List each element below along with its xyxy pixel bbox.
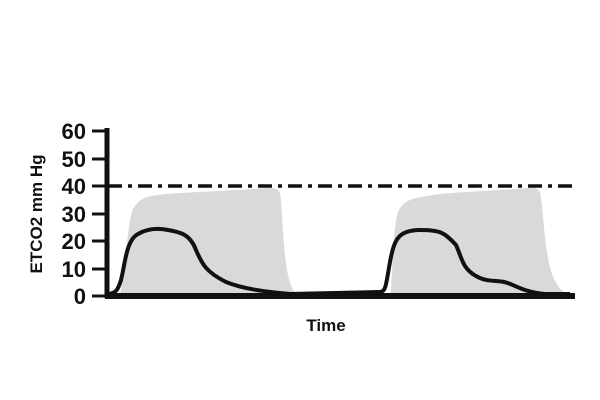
y-tick-label: 50 [62, 147, 86, 172]
x-axis-title: Time [306, 316, 345, 335]
y-tick-label: 10 [62, 257, 86, 282]
y-tick-label: 0 [74, 284, 86, 309]
normal-waveform-area-1 [118, 188, 298, 296]
y-axis-title: ETCO2 mm Hg [27, 154, 46, 273]
y-tick-label: 20 [62, 229, 86, 254]
y-tick-label: 60 [62, 119, 86, 144]
y-tick-label: 40 [62, 174, 86, 199]
y-ticks [92, 129, 107, 298]
normal-waveform-area-2 [390, 188, 572, 296]
y-tick-label: 30 [62, 202, 86, 227]
